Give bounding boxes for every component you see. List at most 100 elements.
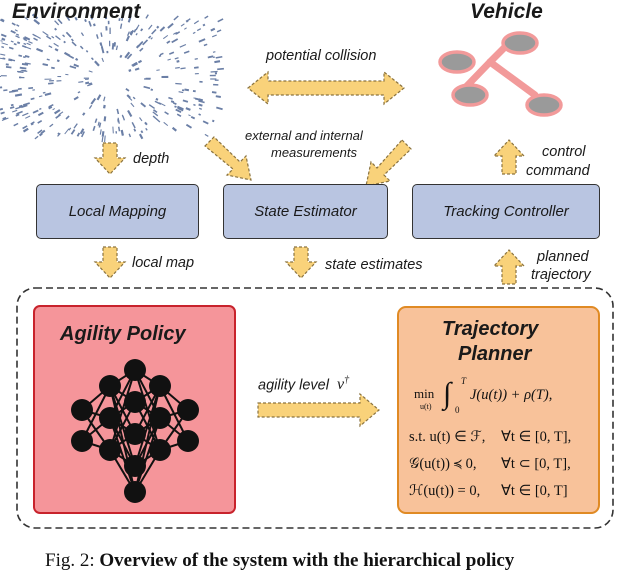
point-cloud-streak bbox=[35, 136, 38, 139]
point-cloud-streak bbox=[1, 41, 3, 42]
point-cloud-streak bbox=[216, 96, 221, 97]
point-cloud-streak bbox=[122, 115, 123, 118]
state-estimates-label: state estimates bbox=[325, 256, 423, 274]
point-cloud-streak bbox=[33, 110, 38, 112]
control-command-arrow bbox=[494, 140, 524, 174]
point-cloud-streak bbox=[66, 32, 71, 37]
nn-neuron bbox=[124, 391, 146, 413]
point-cloud-streak bbox=[127, 95, 130, 98]
nn-neuron bbox=[99, 407, 121, 429]
point-cloud-streak bbox=[100, 129, 101, 134]
point-cloud-streak bbox=[193, 32, 195, 33]
point-cloud-streak bbox=[199, 108, 202, 109]
point-cloud-streak bbox=[175, 58, 179, 59]
point-cloud-streak bbox=[59, 112, 63, 115]
point-cloud-streak bbox=[11, 31, 16, 33]
point-cloud-streak bbox=[188, 115, 190, 116]
point-cloud-streak bbox=[1, 47, 4, 48]
point-cloud-streak bbox=[11, 105, 14, 106]
nn-neuron bbox=[124, 481, 146, 503]
point-cloud-streak bbox=[65, 129, 69, 134]
point-cloud-streak bbox=[70, 56, 74, 58]
point-cloud-streak bbox=[104, 105, 105, 108]
local-map-label: local map bbox=[132, 254, 194, 272]
point-cloud-streak bbox=[160, 53, 163, 55]
figure-caption: Fig. 2: Overview of the system with the … bbox=[45, 550, 514, 572]
point-cloud-streak bbox=[159, 56, 161, 57]
point-cloud-streak bbox=[49, 105, 54, 107]
point-cloud-streak bbox=[175, 84, 181, 85]
point-cloud-streak bbox=[16, 112, 22, 114]
planned-trajectory-arrow bbox=[494, 250, 524, 284]
quadrotor-drone-icon bbox=[440, 33, 561, 115]
constraint-3-rhs: ∀t ∈ [0, T] bbox=[501, 483, 568, 500]
point-cloud-streak bbox=[164, 122, 168, 125]
point-cloud-streak bbox=[72, 42, 76, 46]
point-cloud-streak bbox=[156, 70, 159, 71]
agility-level-label: agility level v† bbox=[258, 372, 349, 394]
point-cloud-streak bbox=[91, 99, 95, 105]
point-cloud-streak bbox=[140, 134, 143, 139]
point-cloud-streak bbox=[56, 36, 61, 40]
point-cloud-streak bbox=[98, 122, 99, 126]
point-cloud-streak bbox=[51, 68, 55, 69]
point-cloud-streak bbox=[203, 25, 205, 26]
point-cloud-streak bbox=[76, 59, 78, 60]
control-command-label-line1: control bbox=[542, 143, 586, 161]
point-cloud-streak bbox=[195, 59, 198, 60]
point-cloud-streak bbox=[16, 36, 20, 38]
point-cloud-streak bbox=[83, 113, 85, 115]
environment-point-cloud bbox=[0, 14, 224, 142]
point-cloud-streak bbox=[6, 67, 11, 68]
point-cloud-streak bbox=[0, 87, 2, 88]
point-cloud-streak bbox=[1, 112, 5, 113]
point-cloud-streak bbox=[100, 43, 101, 46]
nn-neuron bbox=[99, 375, 121, 397]
point-cloud-streak bbox=[132, 122, 135, 128]
point-cloud-streak bbox=[69, 128, 71, 130]
point-cloud-streak bbox=[24, 44, 27, 45]
point-cloud-streak bbox=[89, 71, 93, 72]
point-cloud-streak bbox=[27, 43, 31, 45]
point-cloud-streak bbox=[3, 58, 6, 59]
point-cloud-streak bbox=[102, 47, 104, 54]
point-cloud-streak bbox=[212, 35, 217, 37]
point-cloud-streak bbox=[103, 131, 104, 137]
point-cloud-streak bbox=[22, 46, 26, 48]
point-cloud-streak bbox=[149, 25, 153, 29]
constraint-2-rhs: ∀t ⊂ [0, T], bbox=[501, 456, 571, 473]
point-cloud-streak bbox=[193, 105, 195, 106]
point-cloud-streak bbox=[180, 45, 186, 48]
point-cloud-streak bbox=[212, 121, 214, 122]
point-cloud-streak bbox=[55, 49, 58, 51]
point-cloud-streak bbox=[194, 98, 199, 99]
point-cloud-streak bbox=[217, 30, 221, 32]
point-cloud-streak bbox=[0, 109, 3, 110]
objective-min: min bbox=[414, 386, 434, 402]
point-cloud-streak bbox=[105, 136, 106, 143]
nn-neuron bbox=[71, 430, 93, 452]
point-cloud-streak bbox=[133, 97, 135, 99]
point-cloud-streak bbox=[87, 84, 92, 86]
point-cloud-streak bbox=[168, 98, 172, 99]
agility-level-symbol: v† bbox=[333, 376, 349, 393]
constraint-1-lhs: s.t. u(t) ∈ ℱ, bbox=[409, 429, 485, 446]
point-cloud-streak bbox=[172, 39, 178, 42]
point-cloud-streak bbox=[152, 30, 156, 35]
depth-arrow bbox=[95, 143, 125, 174]
point-cloud-streak bbox=[0, 54, 5, 55]
nn-neuron bbox=[124, 455, 146, 477]
state-estimates-arrow bbox=[286, 247, 316, 278]
agility-policy-title: Agility Policy bbox=[60, 323, 186, 346]
point-cloud-streak bbox=[18, 89, 22, 90]
point-cloud-streak bbox=[55, 110, 60, 113]
point-cloud-streak bbox=[141, 131, 142, 133]
point-cloud-streak bbox=[171, 101, 174, 102]
point-cloud-streak bbox=[213, 52, 215, 53]
point-cloud-streak bbox=[214, 61, 220, 62]
point-cloud-streak bbox=[163, 35, 168, 38]
point-cloud-streak bbox=[165, 112, 169, 114]
point-cloud-streak bbox=[78, 92, 80, 93]
point-cloud-streak bbox=[105, 116, 106, 121]
point-cloud-streak bbox=[169, 52, 174, 54]
